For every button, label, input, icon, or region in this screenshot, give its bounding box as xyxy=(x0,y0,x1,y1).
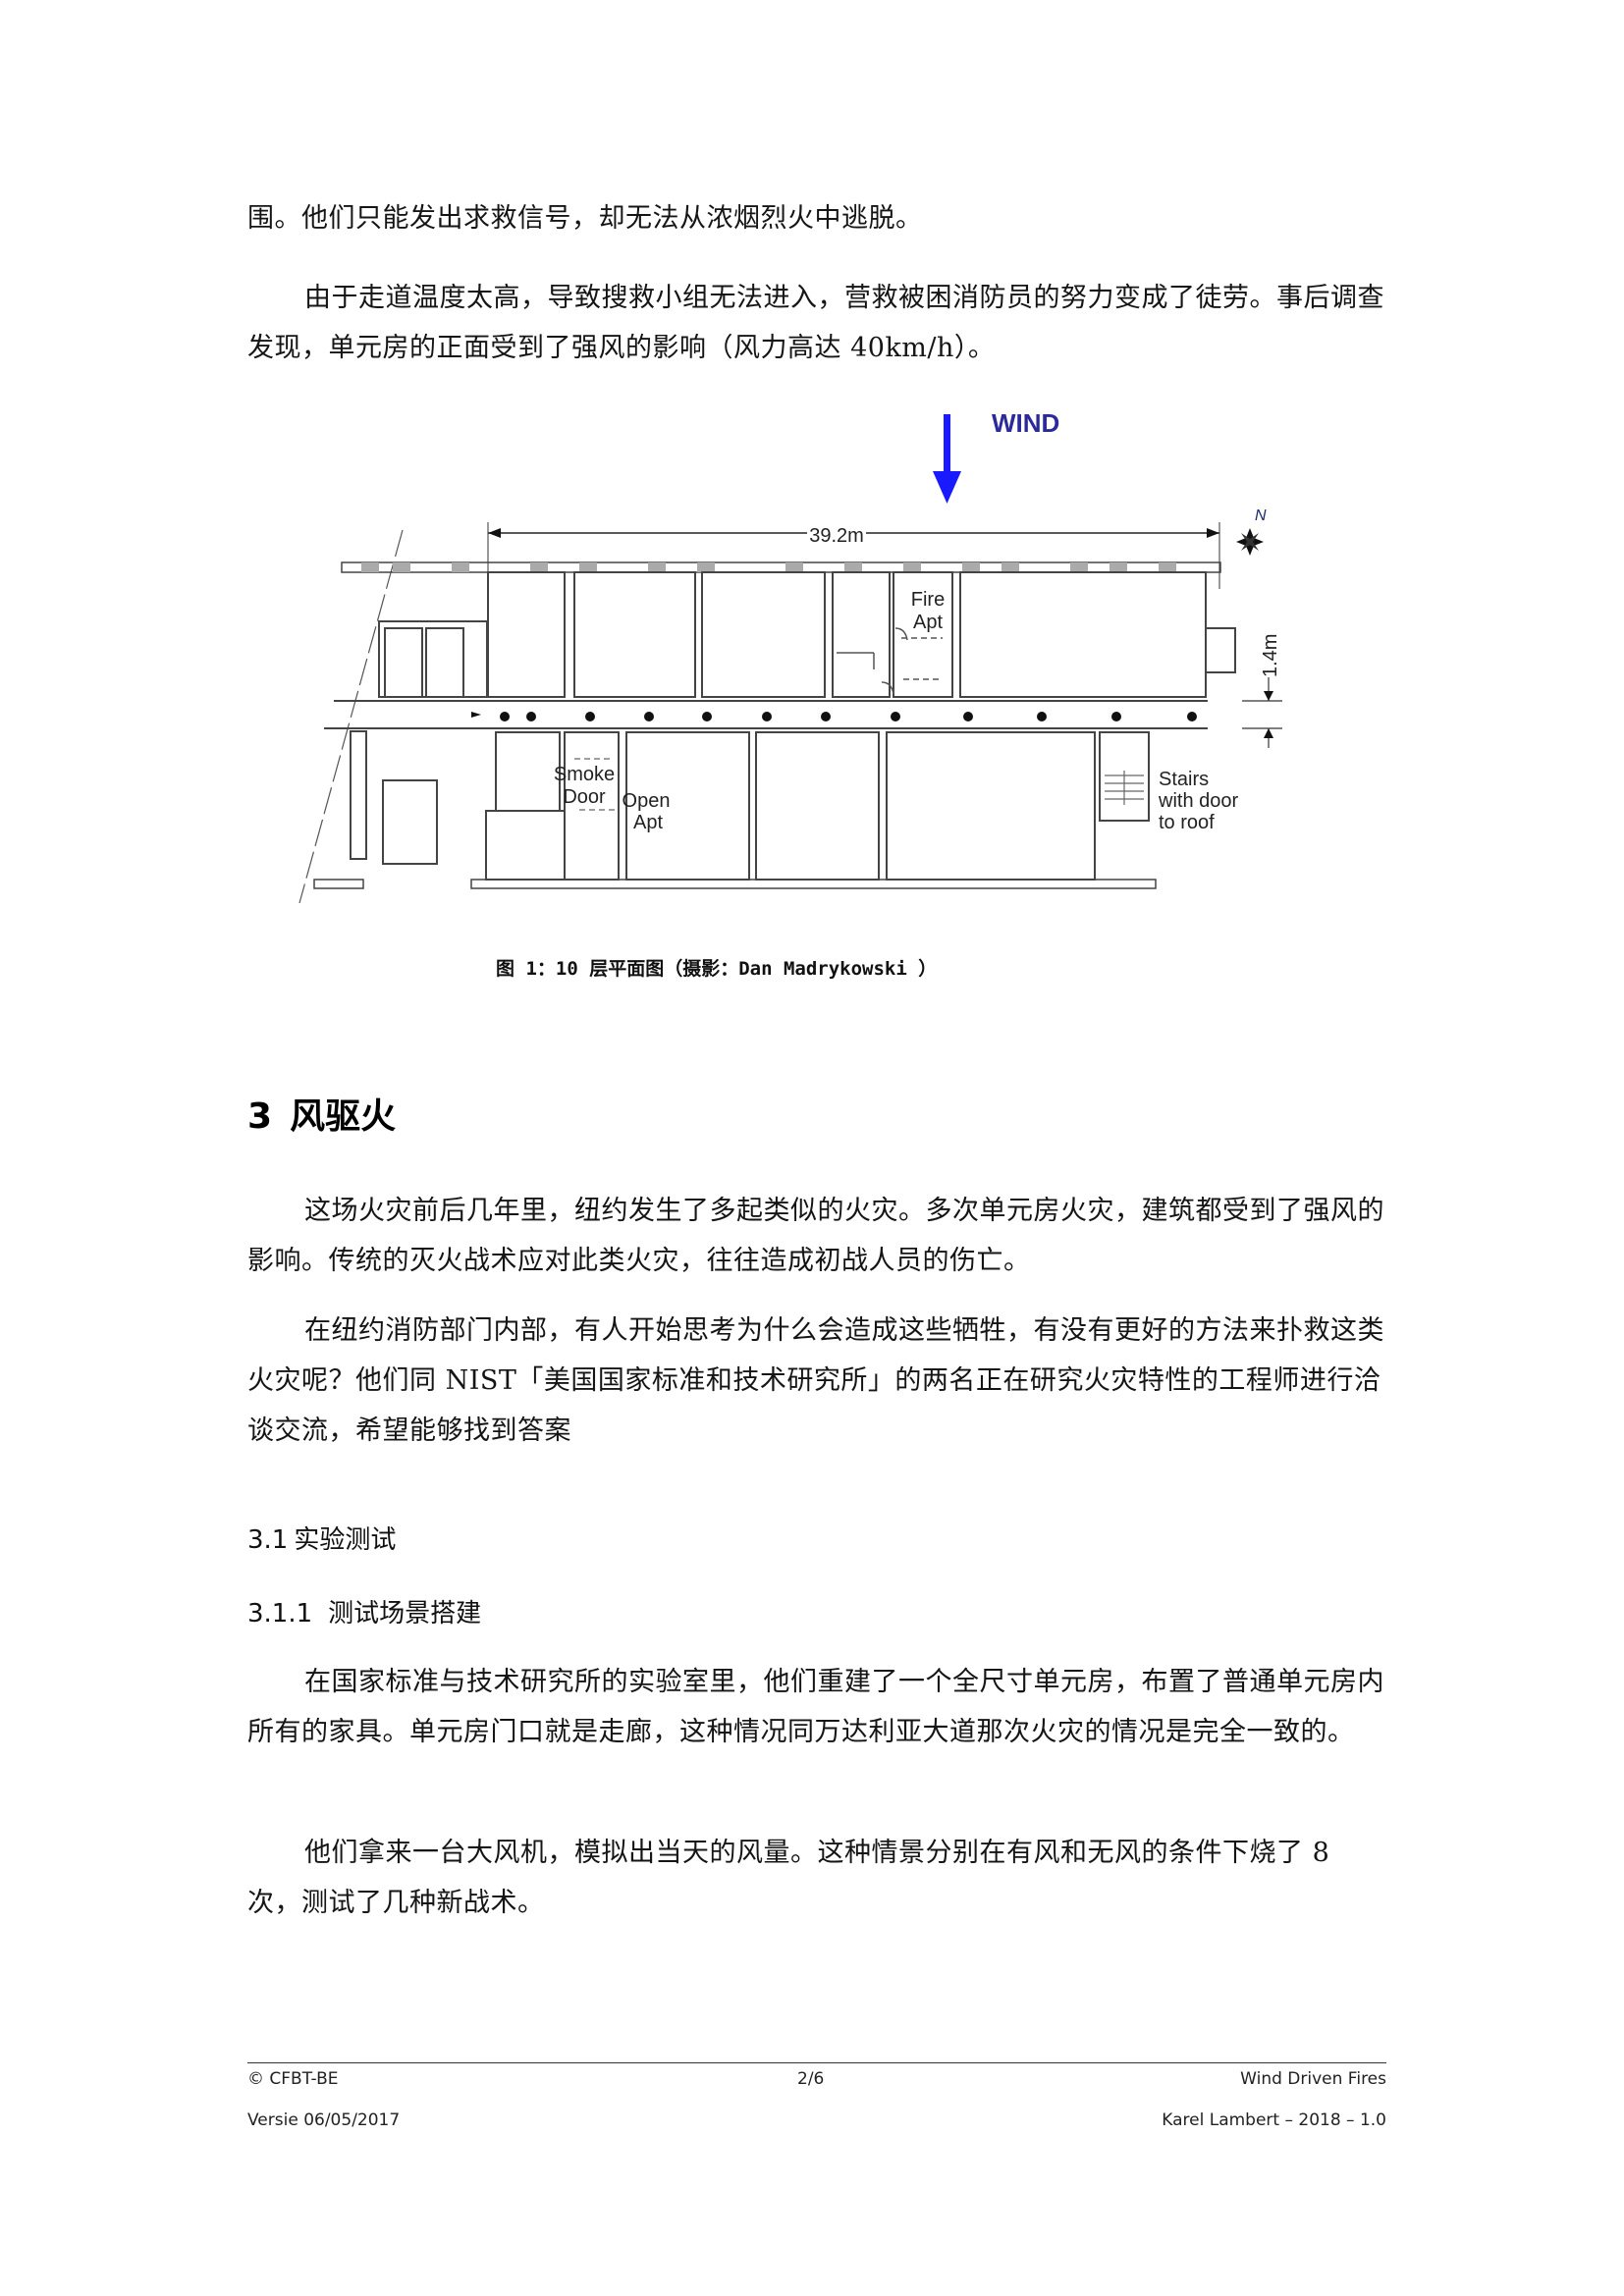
wind-arrow-icon xyxy=(933,414,961,504)
section-title: 风驱火 xyxy=(290,1095,397,1137)
paragraph-lab-setup: 在国家标准与技术研究所的实验室里，他们重建了一个全尺寸单元房，布置了普通单元房内… xyxy=(247,1667,1384,1747)
footer-copyright: © CFBT-BE xyxy=(247,2069,339,2089)
fire-apt-label-line2: Apt xyxy=(913,612,943,633)
subsection-heading-3-1-1: 3.1.1 测试场景搭建 xyxy=(247,1593,481,1629)
paragraph-wind-machine: 他们拿来一台大风机，模拟出当天的风量。这种情景分别在有风和无风的条件下烧了 8 … xyxy=(247,1838,1330,1918)
footer-version: Versie 06/05/2017 xyxy=(247,2110,401,2130)
footer-page-number: 2/6 xyxy=(797,2069,825,2089)
paragraph-similar-fires: 这场火灾前后几年里，纽约发生了多起类似的火灾。多次单元房火灾，建筑都受到了强风的… xyxy=(247,1196,1384,1276)
floor-plan-drawing: WIND 39.2m N xyxy=(298,408,1282,904)
footer-document-title: Wind Driven Fires xyxy=(1240,2069,1386,2089)
stairs-label-line2: with door xyxy=(1158,790,1238,812)
subsubsection-number: 3.1.1 xyxy=(247,1599,313,1629)
fire-apt-label-line1: Fire xyxy=(911,589,945,611)
section-number: 3 xyxy=(247,1096,273,1137)
section-heading-3: 3 风驱火 xyxy=(247,1088,396,1139)
stairs-label-line3: to roof xyxy=(1159,812,1215,833)
paragraph-corridor-heat: 由于走道温度太高，导致搜救小组无法进入，营救被困消防员的努力变成了徒劳。事后调查… xyxy=(247,283,1384,363)
subsection-number: 3.1 xyxy=(247,1525,289,1555)
paragraph-fdny-nist: 在纽约消防部门内部，有人开始思考为什么会造成这些牺牲，有没有更好的方法来扑救这类… xyxy=(247,1315,1384,1446)
width-dimension-label: 39.2m xyxy=(809,525,864,547)
north-label: N xyxy=(1255,507,1267,524)
smoke-door-label-line2: Door xyxy=(563,786,606,808)
figure-caption: 图 1：10 层平面图（摄影：Dan Madrykowski ） xyxy=(496,958,938,980)
floor-plan-figure: WIND 39.2m N xyxy=(295,393,1394,923)
footer-divider xyxy=(247,2062,1386,2063)
compass-rose-icon xyxy=(1236,528,1264,556)
open-apt-label-line1: Open xyxy=(623,790,671,812)
corridor-dimension-label: 1.4m xyxy=(1260,634,1281,677)
smoke-door-label-line1: Smoke xyxy=(554,764,615,785)
stairs-label-line1: Stairs xyxy=(1159,769,1209,790)
subsection-title: 实验测试 xyxy=(294,1525,397,1555)
wind-label: WIND xyxy=(992,408,1059,438)
footer-author: Karel Lambert – 2018 – 1.0 xyxy=(1162,2110,1386,2130)
open-apt-label-line2: Apt xyxy=(633,812,663,833)
subsubsection-title: 测试场景搭建 xyxy=(328,1599,482,1629)
paragraph-intro-tail: 围。他们只能发出求救信号，却无法从浓烟烈火中逃脱。 xyxy=(247,203,923,234)
corridor-markers xyxy=(500,712,1197,721)
